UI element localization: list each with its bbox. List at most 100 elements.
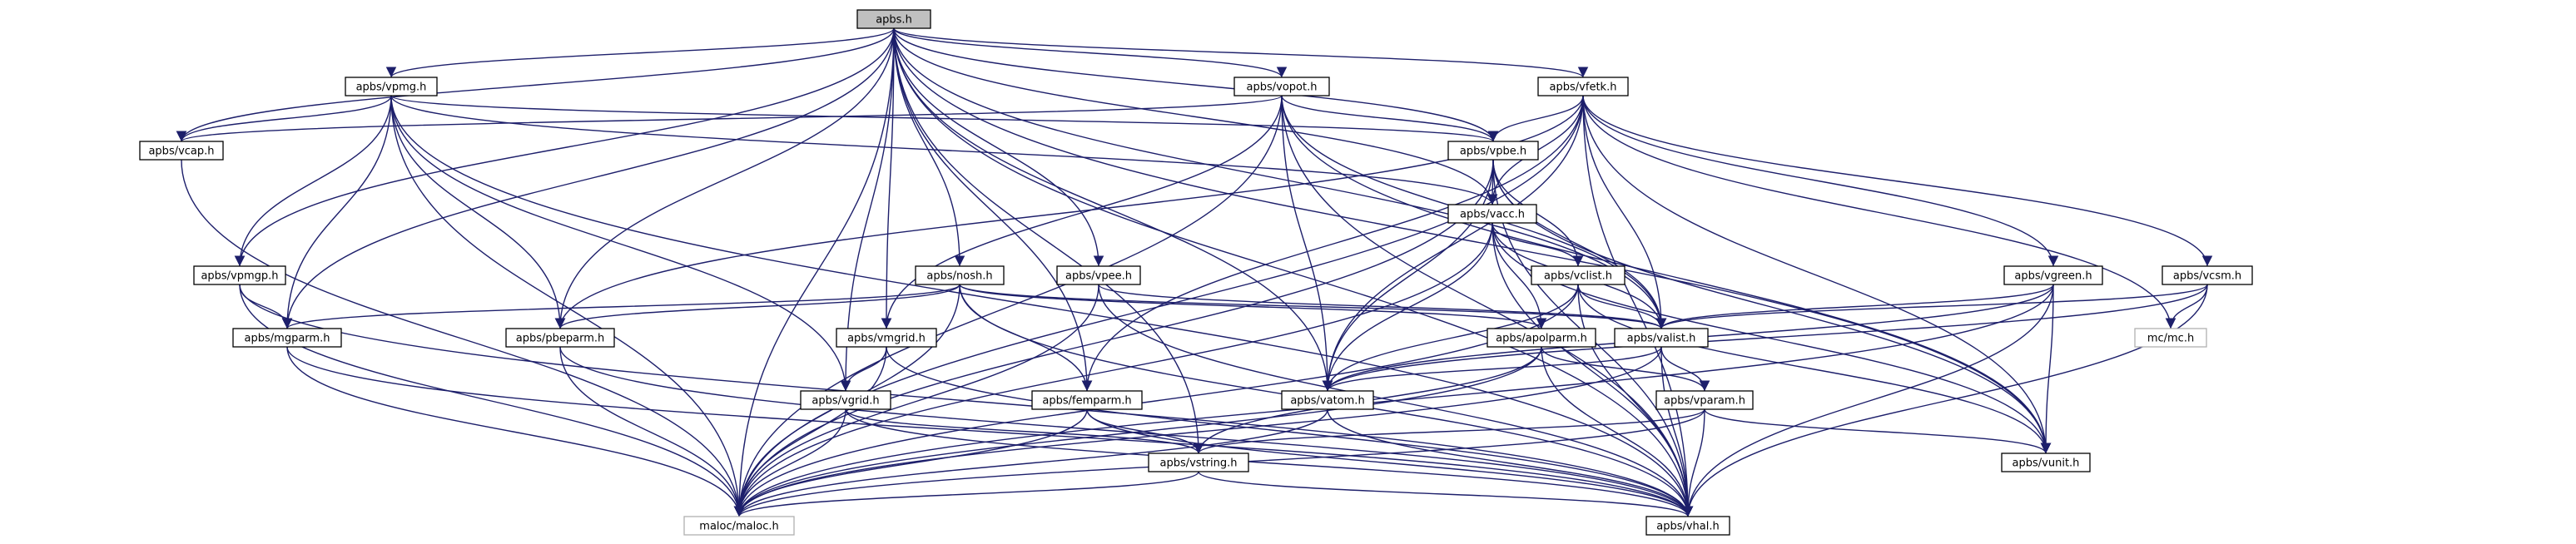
edge-vopot-to-vatom: [1281, 95, 1333, 392]
node-vpmg[interactable]: apbs/vpmg.h: [345, 77, 438, 96]
node-mcmc[interactable]: mc/mc.h: [2134, 328, 2207, 348]
node-vpbe-box[interactable]: [1447, 141, 1539, 161]
node-vacc-box[interactable]: [1447, 204, 1537, 224]
node-valist-box[interactable]: [1614, 328, 1709, 348]
node-nosh[interactable]: apbs/nosh.h: [915, 265, 1005, 285]
edge-vacc-to-maloc: [733, 222, 1493, 517]
node-pbeparm-box[interactable]: [505, 328, 615, 348]
edge-vcsm-to-valist: [1655, 284, 2208, 329]
edge-apbs-to-femparm: [893, 27, 1093, 392]
node-vfetk-box[interactable]: [1537, 77, 1629, 96]
edge-valist-to-vhal: [1660, 346, 1694, 517]
node-maloc-box[interactable]: [683, 516, 795, 536]
edge-vpmg-to-maloc: [390, 95, 745, 517]
node-vgrid-box[interactable]: [800, 390, 891, 410]
node-femparm[interactable]: apbs/femparm.h: [1031, 390, 1143, 410]
node-vopot[interactable]: apbs/vopot.h: [1233, 77, 1330, 96]
edge-vopot-to-maloc: [733, 95, 1283, 517]
node-vpmg-label: apbs/vpmg.h: [356, 82, 427, 94]
node-vpbe[interactable]: apbs/vpbe.h: [1447, 141, 1539, 161]
node-vcap-box[interactable]: [139, 141, 224, 161]
edge-vpmg-to-vacc: [390, 95, 1498, 205]
node-vunit-label: apbs/vunit.h: [2013, 457, 2080, 470]
node-vparam-label: apbs/vparam.h: [1664, 395, 1745, 408]
edge-apbs-to-vatom: [893, 27, 1333, 392]
node-pbeparm[interactable]: apbs/pbeparm.h: [505, 328, 615, 348]
node-vgreen[interactable]: apbs/vgreen.h: [2003, 265, 2103, 285]
edge-vstring-to-maloc: [733, 471, 1199, 517]
node-vstring-box[interactable]: [1148, 453, 1249, 472]
node-vmgrid-box[interactable]: [836, 328, 937, 348]
node-mcmc-box[interactable]: [2134, 328, 2207, 348]
edge-apbs-to-vcap: [176, 27, 895, 142]
node-apbs-label: apbs.h: [876, 14, 912, 27]
node-vgrid[interactable]: apbs/vgrid.h: [800, 390, 891, 410]
node-vpmgp-box[interactable]: [193, 265, 286, 285]
edge-vfetk-to-vgreen: [1582, 95, 2059, 267]
node-vopot-label: apbs/vopot.h: [1247, 82, 1318, 94]
node-vfetk-label: apbs/vfetk.h: [1550, 82, 1617, 94]
edge-vpmgp-to-maloc: [239, 284, 745, 517]
node-vhal[interactable]: apbs/vhal.h: [1645, 516, 1730, 536]
node-maloc[interactable]: maloc/maloc.h: [683, 516, 795, 536]
edge-vopot-to-vpbe: [1281, 95, 1499, 142]
node-vstring[interactable]: apbs/vstring.h: [1148, 453, 1249, 472]
edge-vfetk-to-vpbe: [1487, 95, 1584, 142]
edge-vacc-to-vclist: [1491, 222, 1584, 267]
node-vgreen-box[interactable]: [2003, 265, 2103, 285]
node-vfetk[interactable]: apbs/vfetk.h: [1537, 77, 1629, 96]
node-femparm-box[interactable]: [1031, 390, 1143, 410]
node-vatom[interactable]: apbs/vatom.h: [1281, 390, 1374, 410]
node-vpmgp[interactable]: apbs/vpmgp.h: [193, 265, 286, 285]
node-mgparm-label: apbs/mgparm.h: [245, 333, 330, 345]
node-vopot-box[interactable]: [1233, 77, 1330, 96]
node-vcap[interactable]: apbs/vcap.h: [139, 141, 224, 161]
edge-vparam-to-vunit: [1704, 408, 2052, 454]
node-apolparm-label: apbs/apolparm.h: [1496, 333, 1587, 345]
edge-vgreen-to-vunit: [2040, 284, 2054, 454]
edge-vcsm-to-vhal: [1682, 284, 2208, 517]
edge-vpbe-to-vatom: [1322, 159, 1494, 392]
node-vcap-label: apbs/vcap.h: [148, 146, 214, 158]
node-vatom-box[interactable]: [1281, 390, 1374, 410]
edge-vcsm-to-mcmc: [2165, 284, 2208, 329]
node-mgparm-box[interactable]: [232, 328, 342, 348]
edge-femparm-to-maloc: [733, 408, 1088, 517]
node-nosh-box[interactable]: [915, 265, 1005, 285]
edge-vpmg-to-vgrid: [390, 95, 851, 392]
node-vparam-box[interactable]: [1655, 390, 1754, 410]
edge-vatom-to-vhal: [1327, 408, 1694, 517]
node-valist[interactable]: apbs/valist.h: [1614, 328, 1709, 348]
edge-vclist-to-vatom: [1322, 284, 1579, 392]
node-mgparm[interactable]: apbs/mgparm.h: [232, 328, 342, 348]
node-vunit[interactable]: apbs/vunit.h: [2001, 453, 2091, 472]
node-vatom-label: apbs/vatom.h: [1290, 395, 1364, 408]
node-vparam[interactable]: apbs/vparam.h: [1655, 390, 1754, 410]
edge-apbs-to-vmgrid: [881, 27, 895, 329]
node-vclist[interactable]: apbs/vclist.h: [1531, 265, 1626, 285]
edge-vfetk-to-pbeparm: [554, 95, 1584, 329]
node-vcsm-box[interactable]: [2162, 265, 2253, 285]
node-apbs-box[interactable]: [856, 9, 931, 29]
node-vunit-box[interactable]: [2001, 453, 2091, 472]
node-vpee-box[interactable]: [1056, 265, 1141, 285]
node-apbs[interactable]: apbs.h: [856, 9, 931, 29]
node-vacc-label: apbs/vacc.h: [1460, 209, 1525, 221]
node-vhal-box[interactable]: [1645, 516, 1730, 536]
edge-apbs-to-vfetk: [893, 27, 1588, 78]
node-vacc[interactable]: apbs/vacc.h: [1447, 204, 1537, 224]
edge-apbs-to-vacc: [893, 27, 1498, 205]
edge-vpmg-to-vhal: [390, 95, 1694, 517]
node-vmgrid[interactable]: apbs/vmgrid.h: [836, 328, 937, 348]
edge-vclist-to-vhal: [1577, 284, 1694, 517]
edge-vfetk-to-valist: [1582, 95, 1667, 329]
edge-vgrid-to-vhal: [845, 408, 1694, 517]
node-vcsm[interactable]: apbs/vcsm.h: [2162, 265, 2253, 285]
node-vpmg-box[interactable]: [345, 77, 438, 96]
node-vpee[interactable]: apbs/vpee.h: [1056, 265, 1141, 285]
node-pbeparm-label: apbs/pbeparm.h: [516, 333, 605, 345]
node-apolparm[interactable]: apbs/apolparm.h: [1487, 328, 1596, 348]
node-apolparm-box[interactable]: [1487, 328, 1596, 348]
node-vclist-box[interactable]: [1531, 265, 1626, 285]
node-mcmc-label: mc/mc.h: [2147, 333, 2194, 345]
